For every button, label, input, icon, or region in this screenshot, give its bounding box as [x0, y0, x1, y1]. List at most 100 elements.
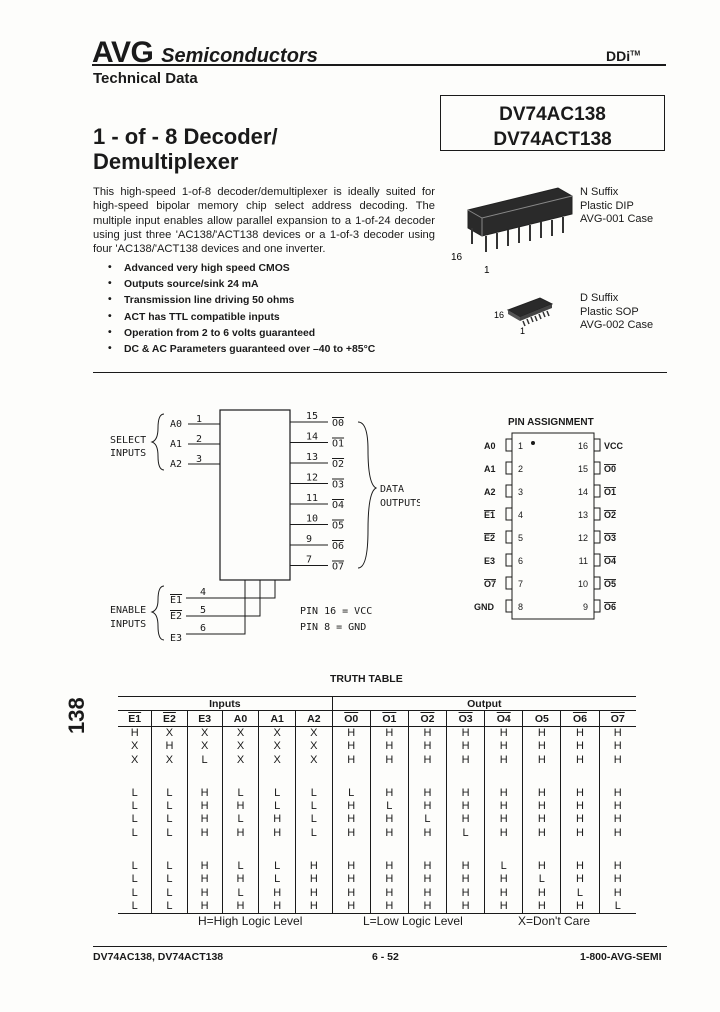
table-cell: L [151, 813, 188, 827]
table-cell: X [258, 740, 296, 754]
table-cell: H [258, 899, 296, 915]
legend-dont-care: X=Don't Care [518, 914, 590, 928]
spacer-cell [560, 840, 600, 861]
enable-input-name: E1 [170, 595, 182, 606]
table-cell: H [408, 886, 448, 900]
output-name: O3 [332, 480, 344, 491]
spacer-cell [332, 840, 371, 861]
ddi-trademark: TM [630, 50, 641, 58]
spacer-cell [187, 840, 223, 861]
table-cell: X [187, 740, 223, 754]
table-cell: H [484, 886, 524, 900]
table-cell: H [258, 886, 296, 900]
table-cell: H [332, 813, 371, 827]
table-cell: H [258, 826, 296, 841]
table-cell: L [118, 899, 153, 915]
select-brace [150, 413, 165, 471]
table-cell: H [446, 873, 486, 887]
table-cell: H [613, 826, 622, 839]
d-suffix-package: Plastic SOP [580, 305, 639, 318]
column-header: O2 [408, 710, 448, 727]
pin-left-name: A2 [484, 487, 496, 497]
sop-pin-1-label: 1 [520, 326, 525, 336]
table-cell: L [332, 786, 371, 801]
part-number-ac: DV74AC138 [499, 104, 606, 125]
column-header: A1 [258, 710, 296, 727]
feature-list: Advanced very high speed CMOS Outputs so… [108, 262, 375, 360]
table-cell: H [332, 860, 371, 874]
table-cell: L [151, 800, 188, 814]
table-cell: H [560, 726, 600, 741]
pin-right-name: O5 [604, 579, 616, 589]
table-cell: H [332, 886, 371, 900]
table-cell: H [484, 899, 524, 915]
dip-pin-16-label: 16 [451, 252, 463, 263]
pin-left-name: E3 [484, 556, 495, 566]
pin-right-number: 12 [578, 533, 588, 543]
table-cell: H [151, 740, 188, 754]
legend-high: H=High Logic Level [198, 914, 303, 928]
column-header: A0 [222, 710, 260, 727]
enable-input-pin: 5 [200, 605, 206, 616]
select-input-pin: 2 [196, 434, 202, 445]
table-cell: L [522, 873, 562, 887]
spacer-cell [151, 840, 188, 861]
n-suffix-package: Plastic DIP [580, 199, 634, 212]
table-cell: X [258, 753, 296, 767]
table-cell: H [370, 753, 409, 767]
title-line-2: Demultiplexer [93, 149, 239, 174]
spacer-cell [408, 840, 448, 861]
table-cell: H [187, 826, 223, 841]
table-cell: L [222, 886, 260, 900]
spacer-cell [484, 766, 524, 787]
pin-right-name: O6 [604, 602, 616, 612]
column-header: O5 [522, 710, 562, 727]
outputs-brace [357, 421, 378, 569]
table-cell: H [446, 726, 486, 741]
output-group-header: Output [332, 696, 636, 711]
select-input-pin: 3 [196, 454, 202, 465]
column-header: O3 [446, 710, 486, 727]
table-cell: H [370, 740, 409, 754]
table-cell: H [522, 786, 562, 801]
table-cell: L [151, 873, 188, 887]
table-cell: H [560, 873, 600, 887]
table-cell: X [295, 740, 333, 754]
table-cell: H [613, 873, 622, 886]
table-cell: H [560, 800, 600, 814]
spacer-cell [222, 766, 260, 787]
section-divider [93, 372, 667, 373]
table-cell: L [151, 786, 188, 801]
sidebar-number: 138 [64, 697, 89, 734]
data-outputs-label-1: DATA [380, 484, 404, 495]
pin-left-name: E2 [484, 533, 495, 543]
table-cell: L [118, 873, 153, 887]
table-cell: L [295, 826, 333, 841]
select-label-1: SELECT [110, 435, 146, 446]
table-cell: H [187, 899, 223, 915]
table-cell: H [370, 786, 409, 801]
output-name: O6 [332, 541, 344, 552]
spacer-cell [118, 840, 153, 861]
output-name: O2 [332, 459, 344, 470]
enable-input-name: E3 [170, 633, 182, 644]
spacer-cell [370, 766, 409, 787]
select-input-name: A1 [170, 439, 182, 450]
pin-right-number: 10 [578, 579, 588, 589]
pin-right-name: O0 [604, 464, 616, 474]
pin-1-dot [531, 441, 535, 445]
feature-item: Advanced very high speed CMOS [108, 262, 375, 279]
table-cell: X [118, 753, 153, 767]
power-note-vcc: PIN 16 = VCC [300, 606, 372, 617]
spacer-cell [151, 766, 188, 787]
